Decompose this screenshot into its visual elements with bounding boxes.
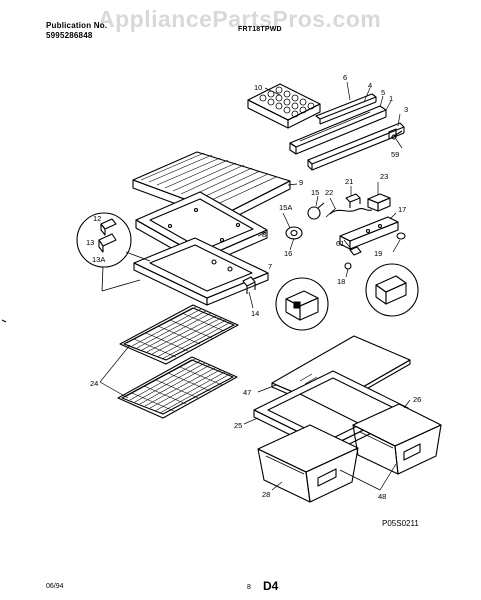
callout-9: 9 [299, 178, 303, 187]
callout-18: 18 [337, 277, 345, 286]
egg-tray [247, 83, 321, 129]
rail-mid [315, 93, 377, 125]
callout-13: 13 [86, 238, 94, 247]
callout-14: 14 [251, 309, 259, 318]
wire-harness-22 [325, 207, 373, 218]
screw-59 [391, 130, 403, 140]
figure-number: P05S0211 [382, 519, 419, 528]
detail-inset-center [275, 277, 329, 331]
detail-inset-right [365, 128, 419, 317]
callout-13A: 13A [92, 255, 105, 264]
bracket-14 [242, 276, 256, 294]
watermark: AppliancePartsPros.com [98, 6, 382, 32]
callout-21: 21 [345, 177, 353, 186]
callout-16: 16 [284, 249, 292, 258]
callout-10: 10 [254, 83, 262, 92]
wire-shelf-upper [119, 304, 239, 365]
callout-24: 24 [90, 379, 98, 388]
callout-12: 12 [93, 214, 101, 223]
publication-label: Publication No. [46, 21, 108, 30]
control-housing-17 [339, 216, 399, 250]
callout-5: 5 [381, 88, 385, 97]
callout-25: 25 [234, 421, 242, 430]
callout-28: 28 [262, 490, 270, 499]
callout-15A: 15A [279, 203, 292, 212]
footer-section: D4 [263, 579, 279, 593]
detail-inset-left [76, 212, 151, 292]
callout-61: 61 [336, 239, 344, 248]
callout-4: 4 [368, 81, 372, 90]
leader-lines [99, 81, 411, 491]
callout-59: 59 [391, 150, 399, 159]
callout-48: 48 [378, 492, 386, 501]
crisper-drawer-left [257, 424, 359, 503]
wire-shelf-lower [117, 356, 238, 419]
thermostat-23 [367, 193, 391, 212]
callout-labels: 10 6 4 5 1 3 59 9 15 21 23 22 17 15A 16 … [86, 73, 421, 501]
publication-number: 5995286848 [46, 31, 93, 40]
screw-18 [344, 262, 352, 270]
callout-8: 8 [262, 230, 266, 239]
callout-22: 22 [325, 188, 333, 197]
callout-17: 17 [398, 205, 406, 214]
shelf-lower-frame [133, 237, 269, 306]
callout-19: 19 [374, 249, 382, 258]
footer-date: 06/94 [46, 583, 64, 590]
crisper-drawer-right [352, 403, 442, 475]
knob-19 [396, 232, 406, 240]
light-socket-16 [285, 226, 303, 240]
callout-23: 23 [380, 172, 388, 181]
callout-6: 6 [343, 73, 347, 82]
switch-21 [345, 193, 361, 208]
callout-15: 15 [311, 188, 319, 197]
rail-upper [289, 105, 387, 155]
footer-page-number: 8 [247, 584, 251, 591]
clip-61 [349, 246, 362, 256]
callout-1: 1 [389, 94, 393, 103]
callout-7: 7 [268, 262, 272, 271]
callout-26: 26 [413, 395, 421, 404]
bulb-15 [307, 202, 325, 220]
edge-mark [1, 319, 7, 323]
model-code: FRT18TPWD [238, 26, 282, 33]
callout-47: 47 [243, 388, 251, 397]
callout-3: 3 [404, 105, 408, 114]
